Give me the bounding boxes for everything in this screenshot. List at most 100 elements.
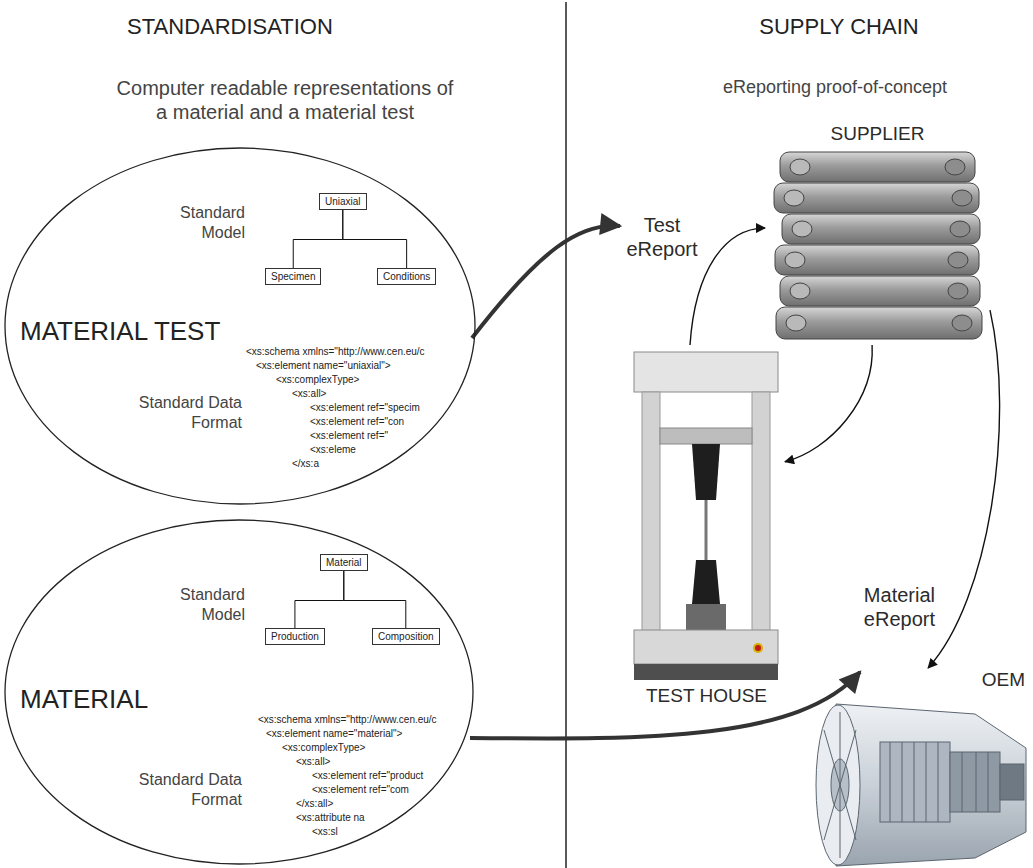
jet-engine: [962, 752, 963, 812]
connector: [343, 210, 407, 268]
connector: [293, 210, 343, 268]
section-label: Standard Data Format: [130, 393, 242, 433]
tensile-test-machine: [660, 428, 752, 444]
code-line: <xs:complexType>: [276, 373, 359, 387]
ingot-stack: [950, 221, 970, 237]
tensile-test-machine: [692, 444, 720, 500]
jet-engine: [816, 705, 860, 865]
section-title: MATERIAL: [20, 684, 148, 714]
code-line: <xs:element ref="com: [312, 783, 409, 797]
code-line: <xs:schema xmlns="http://www.cen.eu/c: [258, 713, 437, 727]
ingot-stack: [790, 283, 810, 299]
ingot-stack: [948, 283, 968, 299]
actor-picture: SUPPLIER: [765, 118, 990, 345]
ingot-stack: [952, 315, 972, 331]
ingot-stack: [948, 252, 968, 268]
code-line: <xs:complexType>: [282, 741, 365, 755]
standard-ellipse: Standard ModelMATERIAL TEST Standard Data…: [4, 147, 476, 505]
jet-engine: [938, 742, 939, 822]
code-line: <xs:element ref="specim: [310, 401, 420, 415]
code-line: <xs:element name="uniaxial">: [256, 359, 391, 373]
jet-engine: [1000, 764, 1024, 800]
column-subtitle: Computer readable representations of a m…: [115, 76, 455, 124]
actor-picture: TEST HOUSE: [628, 345, 785, 710]
model-box: Composition: [372, 628, 440, 645]
tensile-test-machine: [634, 664, 778, 680]
standard-arrow: [472, 226, 620, 338]
ingot-stack: [784, 190, 804, 206]
connector: [295, 571, 344, 628]
code-line: <xs:attribute na: [296, 811, 365, 825]
standard-arrow: [470, 672, 860, 739]
tensile-test-machine: [634, 352, 778, 392]
model-box: Material: [320, 554, 368, 571]
ingot-stack: [774, 152, 982, 339]
box-text: Material: [326, 557, 362, 568]
code-line: </xs:a: [292, 457, 319, 471]
ellipse-outline: [5, 148, 475, 504]
model-box: Uniaxial: [319, 193, 367, 210]
code-line: <xs:element ref="product: [312, 769, 423, 783]
column-heading: SUPPLY CHAIN: [699, 14, 979, 40]
jet-engine: [880, 742, 950, 822]
ellipse-outline: [5, 520, 473, 864]
ingot-stack: [774, 183, 979, 213]
jet-engine: [836, 704, 1026, 866]
actor-label: SUPPLIER: [765, 122, 990, 145]
section-label: Standard Data Format: [130, 770, 242, 810]
code-line: <xs:element ref="con: [310, 415, 404, 429]
code-line: <xs:all>: [296, 755, 330, 769]
model-box: Production: [265, 628, 325, 645]
ingot-stack: [790, 159, 810, 175]
column-heading: STANDARDISATION: [60, 14, 400, 40]
jet-engine: [914, 742, 915, 822]
ingot-stack: [775, 245, 979, 275]
jet-engine: [926, 742, 927, 822]
code-line: <xs:schema xmlns="http://www.cen.eu/c: [246, 345, 425, 359]
box-text: Specimen: [271, 271, 315, 282]
edge-label: Material eReport: [843, 583, 935, 631]
section-label: Standard Model: [155, 203, 245, 243]
model-box: Conditions: [377, 268, 436, 285]
jet-engine: [988, 752, 989, 812]
tensile-test-machine: [686, 604, 726, 630]
connector: [928, 310, 1000, 668]
code-line: <xs:eleme: [310, 443, 356, 457]
jet-engine: [824, 730, 856, 840]
ingot-stack: [780, 152, 975, 182]
code-line: </xs:all>: [296, 797, 333, 811]
actor-picture: OEM: [805, 668, 1028, 865]
jet-engine: [902, 742, 903, 822]
actor-label: OEM: [950, 668, 1025, 691]
tensile-test-machine: [634, 352, 778, 680]
code-line: <xs:element ref=": [310, 429, 388, 443]
ingot-stack: [786, 315, 806, 331]
model-box: Specimen: [265, 268, 321, 285]
code-line: <xs:element name="material">: [266, 727, 402, 741]
ingot-stack: [780, 276, 980, 306]
standard-ellipse: Standard ModelMATERIALStandard Data Form…: [4, 519, 474, 865]
tensile-test-machine: [705, 500, 708, 560]
tensile-test-machine: [692, 560, 720, 604]
box-text: Conditions: [383, 271, 430, 282]
tensile-test-machine: [752, 392, 770, 632]
tensile-test-machine: [634, 630, 778, 664]
edge-label: Test eReport: [624, 213, 700, 261]
ingot-stack: [782, 214, 980, 244]
box-text: Production: [271, 631, 319, 642]
tensile-test-machine: [755, 645, 761, 651]
box-text: Composition: [378, 631, 434, 642]
section-title: MATERIAL TEST: [20, 316, 220, 346]
ingot-stack: [945, 159, 965, 175]
jet-engine: [890, 742, 891, 822]
ingot-stack: [785, 252, 805, 268]
actor-label: TEST HOUSE: [628, 684, 785, 707]
box-text: Uniaxial: [325, 196, 361, 207]
code-line: <xs:all>: [292, 387, 326, 401]
ingot-stack: [792, 221, 812, 237]
jet-engine: [816, 704, 1026, 866]
connector: [785, 345, 872, 462]
code-line: <xs:sl: [312, 825, 338, 839]
tensile-test-machine: [753, 643, 763, 653]
